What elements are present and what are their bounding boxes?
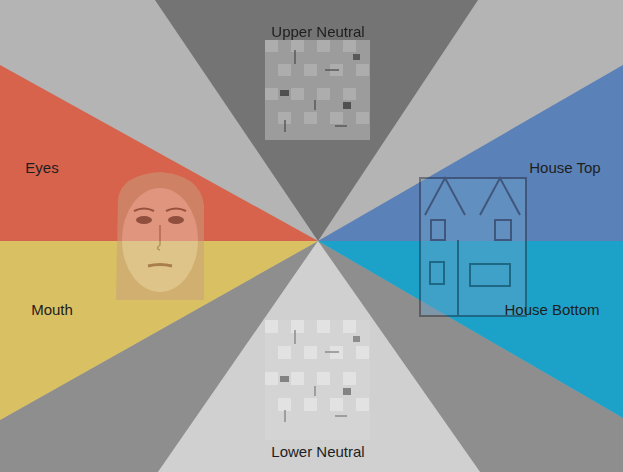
wedge-label: Eyes <box>25 159 58 177</box>
wedge-label: Mouth <box>31 301 73 319</box>
wedge-label: House Top <box>529 159 600 177</box>
eyes-wedge: Eyes <box>21 157 62 179</box>
wedge-label: Upper Neutral <box>271 23 364 41</box>
upper-neutral-wedge: Upper Neutral <box>267 21 368 43</box>
house-bottom-wedge: House Bottom <box>500 299 603 321</box>
mouth-wedge: Mouth <box>27 299 77 321</box>
wedge-label: Lower Neutral <box>271 443 364 461</box>
lower-neutral-wedge: Lower Neutral <box>267 441 368 463</box>
house-top-wedge: House Top <box>525 157 604 179</box>
wedge-label: House Bottom <box>504 301 599 319</box>
